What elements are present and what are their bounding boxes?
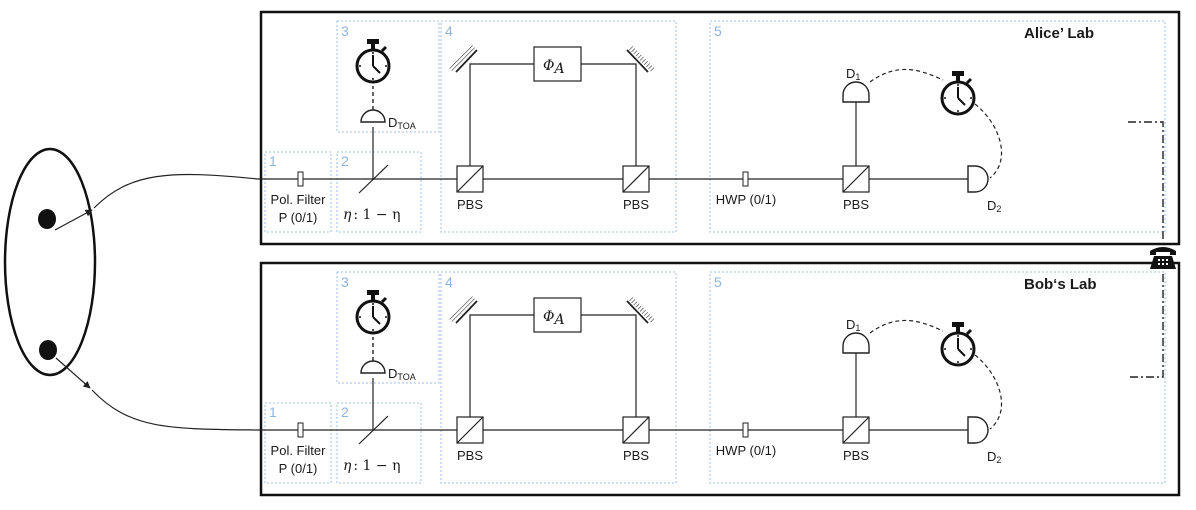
pol-filter-setting: P (0/1) bbox=[279, 210, 318, 225]
toa-detector-label: DTOA bbox=[388, 115, 416, 131]
telephone-icon bbox=[1150, 247, 1176, 269]
module-5-number: 5 bbox=[714, 274, 722, 290]
module-2-number: 2 bbox=[341, 153, 349, 169]
module-5-number: 5 bbox=[714, 23, 722, 39]
photon-a bbox=[38, 209, 56, 229]
hwp-label: HWP (0/1) bbox=[716, 192, 776, 207]
entangled-pair-source bbox=[3, 147, 97, 377]
d2-label: D2 bbox=[987, 198, 1001, 214]
hwp-label: HWP (0/1) bbox=[716, 443, 776, 458]
d2-label: D2 bbox=[987, 449, 1001, 465]
module-3-number: 3 bbox=[341, 274, 349, 290]
module-4-number: 4 bbox=[445, 23, 453, 39]
bob-lab-labels: Bob‘s Lab 1 2 3 4 5 Pol. Filter P (0/1) … bbox=[269, 274, 1097, 476]
classical-channel bbox=[1128, 121, 1176, 378]
beam-splitter-ratio: η: 1 − η bbox=[343, 207, 400, 223]
module-3-number: 3 bbox=[341, 23, 349, 39]
d1-label: D1 bbox=[846, 317, 860, 333]
arrow-b bbox=[55, 357, 91, 389]
alice-lab-labels: Alice’ Lab 1 2 3 4 5 Pol. Filter P (0/1)… bbox=[269, 23, 1094, 225]
photon-b bbox=[39, 340, 57, 360]
module-1-number: 1 bbox=[269, 404, 277, 420]
module-1-number: 1 bbox=[269, 153, 277, 169]
pol-filter-setting: P (0/1) bbox=[279, 461, 318, 476]
fiber-to-bob bbox=[91, 389, 259, 431]
pbs-3-label: PBS bbox=[843, 448, 869, 463]
pol-filter-label: Pol. Filter bbox=[271, 443, 327, 458]
pbs-2-label: PBS bbox=[623, 197, 649, 212]
phase-label: ΦA bbox=[543, 309, 565, 328]
alice-lab-title: Alice’ Lab bbox=[1024, 25, 1094, 42]
pbs-2-label: PBS bbox=[623, 448, 649, 463]
alice-lab: Alice’ Lab 1 2 3 4 5 Pol. Filter P (0/1)… bbox=[258, 12, 1179, 244]
phase-label: ΦA bbox=[543, 58, 565, 77]
pbs-1-label: PBS bbox=[457, 448, 483, 463]
fiber-to-alice bbox=[93, 173, 259, 209]
bob-lab-title: Bob‘s Lab bbox=[1024, 276, 1097, 293]
module-4-number: 4 bbox=[445, 274, 453, 290]
beam-splitter-ratio: η: 1 − η bbox=[343, 458, 400, 474]
pbs-1-label: PBS bbox=[457, 197, 483, 212]
bob-lab: Bob‘s Lab 1 2 3 4 5 Pol. Filter P (0/1) … bbox=[258, 263, 1179, 495]
d1-label: D1 bbox=[846, 66, 860, 82]
pol-filter-label: Pol. Filter bbox=[271, 192, 327, 207]
pbs-3-label: PBS bbox=[843, 197, 869, 212]
module-2-number: 2 bbox=[341, 404, 349, 420]
arrow-a bbox=[54, 209, 93, 231]
toa-detector-label: DTOA bbox=[388, 366, 416, 382]
